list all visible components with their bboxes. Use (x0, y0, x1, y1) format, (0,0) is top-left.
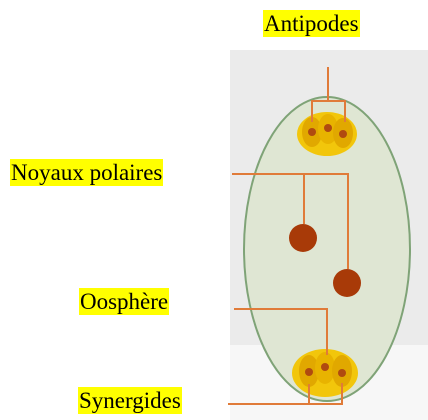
polar-nucleus-lower (333, 269, 361, 297)
antipodes-label: Antipodes (263, 10, 360, 37)
synergides-cells (292, 349, 358, 397)
synergides-label: Synergides (78, 387, 182, 414)
oosphere-label: Oosphère (79, 288, 169, 315)
polar-nucleus-upper (289, 224, 317, 252)
antipodes-cells (297, 112, 357, 156)
noyaux-polaires-label: Noyaux polaires (10, 159, 163, 186)
